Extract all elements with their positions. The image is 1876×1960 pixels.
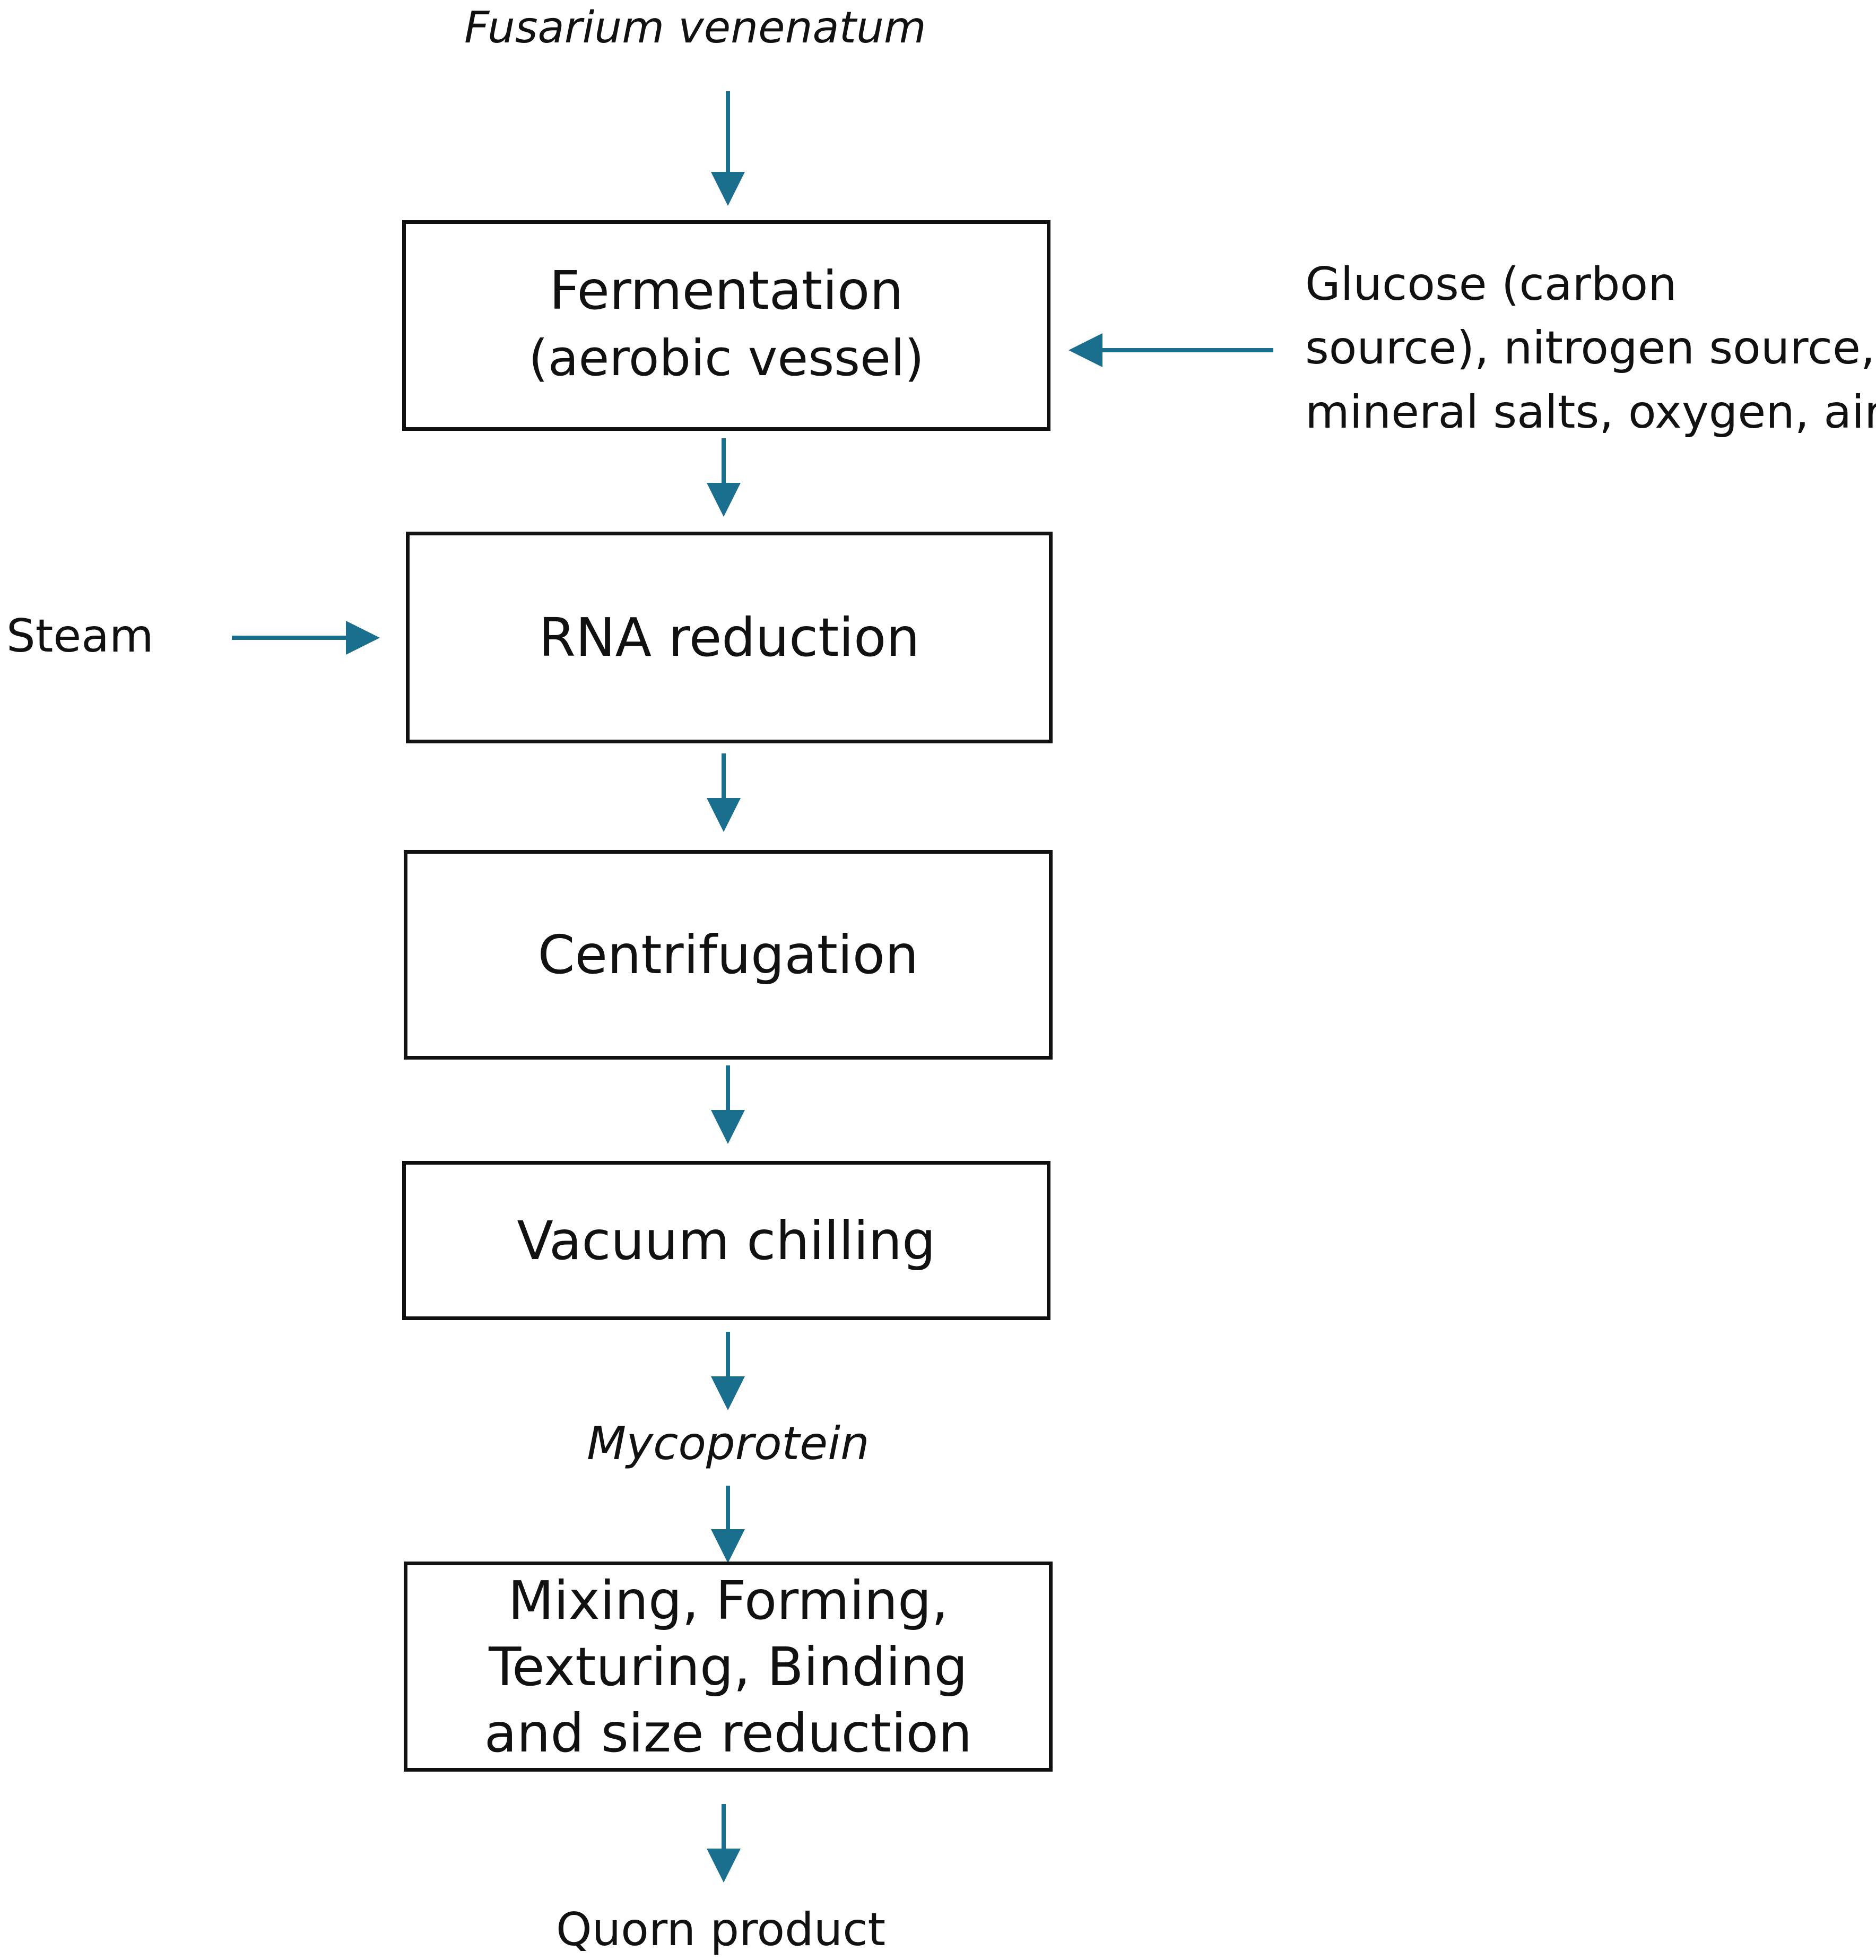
step-rna-reduction-box: RNA reduction xyxy=(406,532,1053,743)
fermentation-inputs-line-3: mineral salts, oxygen, air xyxy=(1305,385,1876,439)
fermentation-inputs-line-2: source), nitrogen source, xyxy=(1305,322,1875,375)
step-fermentation-label: Fermentation xyxy=(549,259,904,322)
step-centrifugation-label: Centrifugation xyxy=(537,924,919,986)
step-fermentation-sublabel: (aerobic vessel) xyxy=(528,329,924,388)
step-vacuum-chilling-label: Vacuum chilling xyxy=(517,1209,936,1272)
step-fermentation-box: Fermentation (aerobic vessel) xyxy=(402,220,1050,431)
step-mixing-box: Mixing, Forming, Texturing, Binding and … xyxy=(404,1562,1053,1772)
step-vacuum-chilling-box: Vacuum chilling xyxy=(402,1161,1050,1320)
step-mixing-label: Mixing, Forming, Texturing, Binding and … xyxy=(484,1569,972,1764)
step-rna-reduction-label: RNA reduction xyxy=(539,606,920,669)
start-label: Fusarium venenatum xyxy=(464,3,926,53)
steam-input-label: Steam xyxy=(6,610,154,663)
fermentation-inputs-line-1: Glucose (carbon xyxy=(1305,258,1677,311)
fermentation-inputs-label: Glucose (carbon source), nitrogen source… xyxy=(1305,253,1876,444)
end-label-quorn-product: Quorn product xyxy=(556,1903,886,1956)
step-centrifugation-box: Centrifugation xyxy=(404,850,1053,1060)
intermediate-label-mycoprotein: Mycoprotein xyxy=(587,1417,870,1470)
